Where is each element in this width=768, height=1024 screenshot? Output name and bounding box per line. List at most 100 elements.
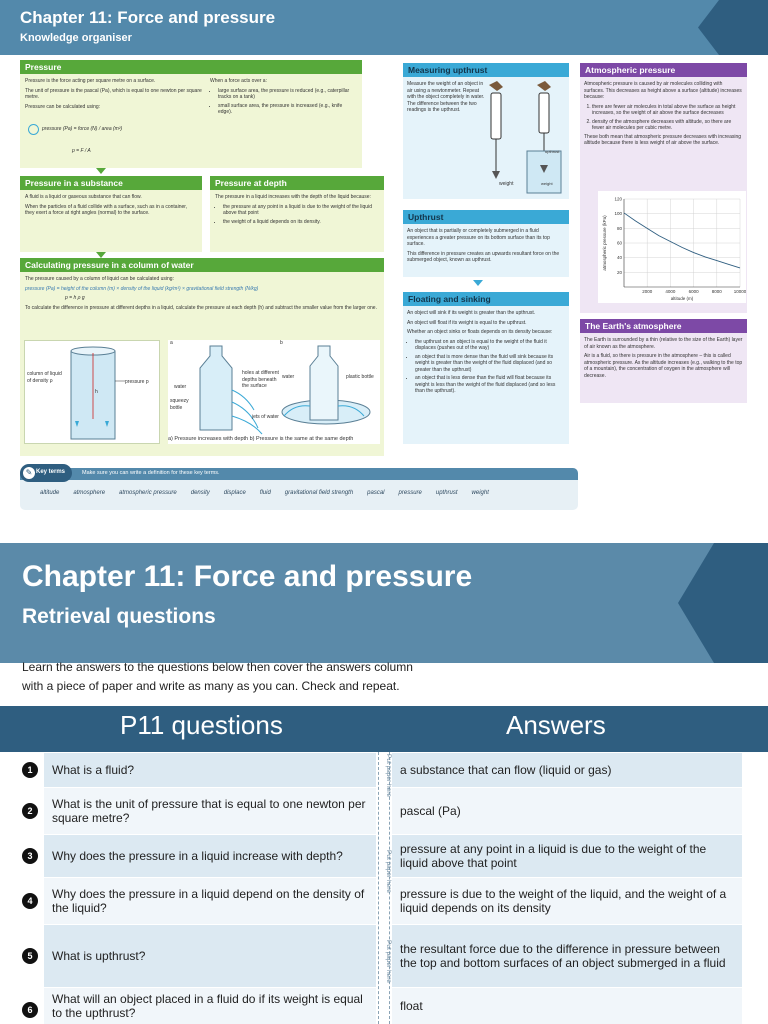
substance-panel: Pressure in a substance A fluid is a liq… — [20, 176, 202, 252]
y-axis-label: atmospheric pressure (kPa) — [602, 215, 607, 271]
column-panel: Calculating pressure in a column of wate… — [20, 258, 384, 456]
atmospheric-panel: Atmospheric pressure Atmospheric pressur… — [580, 63, 747, 313]
bottle-label-water2: water — [282, 374, 295, 380]
y-tick-label: 120 — [614, 197, 622, 202]
arrow-down-icon — [473, 280, 483, 286]
x-tick-label: 10000 — [734, 289, 746, 294]
x-tick-label: 6000 — [689, 289, 700, 294]
floating-p2: An object will float if its weight is eq… — [407, 319, 527, 326]
upthrust-p1: An object that is partially or completel… — [407, 228, 550, 247]
pencil-icon: ✎ — [23, 467, 35, 479]
column-formula2: p = h ρ g — [65, 295, 85, 301]
column-p1: The pressure caused by a column of liqui… — [25, 276, 174, 282]
question-text: Why does the pressure in a liquid increa… — [44, 835, 376, 877]
earth-p2: Air is a fluid, so there is pressure in … — [584, 353, 743, 379]
bottle-label-b: b — [280, 340, 283, 346]
answer-text: float — [392, 988, 742, 1024]
qa-row: 4 Why does the pressure in a liquid depe… — [0, 878, 768, 924]
depth-p1: The pressure in a liquid increases with … — [215, 194, 371, 200]
question-text: Why does the pressure in a liquid depend… — [44, 878, 376, 924]
answer-text: the resultant force due to the differenc… — [392, 925, 742, 987]
pressure-right-text: When a force acts over a: large surface … — [210, 78, 356, 118]
upthrust-panel: Upthrust An object that is partially or … — [403, 210, 569, 277]
clock-icon — [28, 124, 39, 135]
question-number: 4 — [22, 893, 38, 909]
pressure-text: Pressure is the force acting per square … — [25, 78, 205, 113]
upthrust-p2: This difference in pressure creates an u… — [407, 250, 560, 264]
organiser-banner — [0, 0, 768, 55]
key-term: density — [190, 490, 210, 496]
column-diagram: column of liquid of density ρ pressure p… — [24, 340, 160, 444]
y-tick-label: 80 — [617, 226, 623, 231]
question-text: What is upthrust? — [44, 925, 376, 987]
arrow-down-icon — [96, 168, 106, 174]
organiser-title: Chapter 11: Force and pressure — [20, 8, 276, 27]
pressure-p3: Pressure can be calculated using: — [25, 103, 101, 110]
floating-p1: An object will sink if its weight is gre… — [407, 310, 536, 316]
answer-text: pressure at any point in a liquid is due… — [392, 835, 742, 877]
depth-panel: Pressure at depth The pressure in a liqu… — [210, 176, 384, 252]
key-term: altitude — [40, 490, 60, 496]
qa-row: 3 Why does the pressure in a liquid incr… — [0, 835, 768, 877]
question-text: What is the unit of pressure that is equ… — [44, 788, 376, 834]
retrieval-intro-2: with a piece of paper and write as many … — [22, 679, 400, 693]
key-term: atmospheric pressure — [119, 490, 177, 496]
retrieval-subtitle: Retrieval questions — [22, 605, 216, 628]
qa-row: 1 What is a fluid? a substance that can … — [0, 753, 768, 787]
organiser-subtitle: Knowledge organiser — [20, 32, 132, 44]
y-tick-label: 40 — [617, 255, 623, 260]
column-text: The pressure caused by a column of liqui… — [25, 276, 379, 314]
key-term: upthrust — [435, 490, 458, 496]
label-weight2: weight — [541, 181, 553, 186]
answer-text: pressure is due to the weight of the liq… — [392, 878, 742, 924]
answer-text: a substance that can flow (liquid or gas… — [392, 753, 742, 787]
earth-p1: The Earth is surrounded by a thin (relat… — [584, 337, 743, 350]
banner-chevron — [678, 543, 768, 663]
column-label-h: h — [95, 389, 98, 395]
key-term: displace — [223, 490, 246, 496]
earth-panel: The Earth's atmosphere The Earth is surr… — [580, 319, 747, 403]
label-weight: weight — [499, 181, 514, 187]
question-number: 3 — [22, 848, 38, 864]
question-number: 5 — [22, 948, 38, 964]
retrieval-intro-1: Learn the answers to the questions below… — [22, 660, 413, 674]
bottles-diagram-svg — [199, 345, 371, 435]
key-terms-label: Key terms — [36, 469, 66, 475]
column-diagram-svg — [70, 346, 125, 440]
key-term: atmosphere — [73, 490, 106, 496]
bottles-diagram: a b water squeezy bottle holes at differ… — [168, 340, 380, 444]
earth-text: The Earth is surrounded by a thin (relat… — [584, 337, 744, 382]
pressure-right-b2: small surface area, the pressure is incr… — [218, 103, 356, 116]
substance-p2: When the particles of a fluid collide wi… — [25, 203, 188, 217]
substance-text: A fluid is a liquid or gaseous substance… — [25, 194, 197, 220]
floating-panel: Floating and sinking An object will sink… — [403, 292, 569, 444]
key-term: weight — [471, 490, 489, 496]
pressure-panel: Pressure Pressure is the force acting pe… — [20, 60, 362, 168]
question-text: What will an object placed in a fluid do… — [44, 988, 376, 1024]
depth-heading: Pressure at depth — [210, 176, 384, 190]
question-number: 6 — [22, 1002, 38, 1018]
bottles-caption: a) Pressure increases with depth b) Pres… — [168, 436, 354, 442]
pressure-p2: The unit of pressure is the pascal (Pa),… — [25, 87, 202, 101]
atmospheric-text: Atmospheric pressure is caused by air mo… — [584, 81, 744, 150]
qa-header — [0, 706, 768, 752]
floating-b2: an object that is more dense than the fl… — [415, 354, 565, 374]
floating-b1: the upthrust on an object is equal to th… — [415, 339, 565, 352]
x-tick-label: 4000 — [665, 289, 676, 294]
key-term: fluid — [259, 490, 271, 496]
put-paper-here-divider — [378, 752, 390, 1024]
column-p2: To calculate the difference in pressure … — [25, 304, 377, 311]
atmospheric-p1: Atmospheric pressure is caused by air mo… — [584, 81, 742, 100]
key-term: gravitational field strength — [284, 490, 354, 496]
x-axis-label: altitude (m) — [671, 296, 694, 301]
question-text: What is a fluid? — [44, 753, 376, 787]
column-label-pressure: pressure p — [125, 379, 149, 385]
measure-upthrust-panel: Measuring upthrust Measure the weight of… — [403, 63, 569, 199]
key-terms-bar — [20, 468, 578, 510]
question-number: 2 — [22, 803, 38, 819]
answer-text: pascal (Pa) — [392, 788, 742, 834]
atmospheric-p2: These both mean that atmospheric pressur… — [584, 133, 742, 147]
depth-b1: the pressure at any point in a liquid is… — [223, 204, 379, 217]
